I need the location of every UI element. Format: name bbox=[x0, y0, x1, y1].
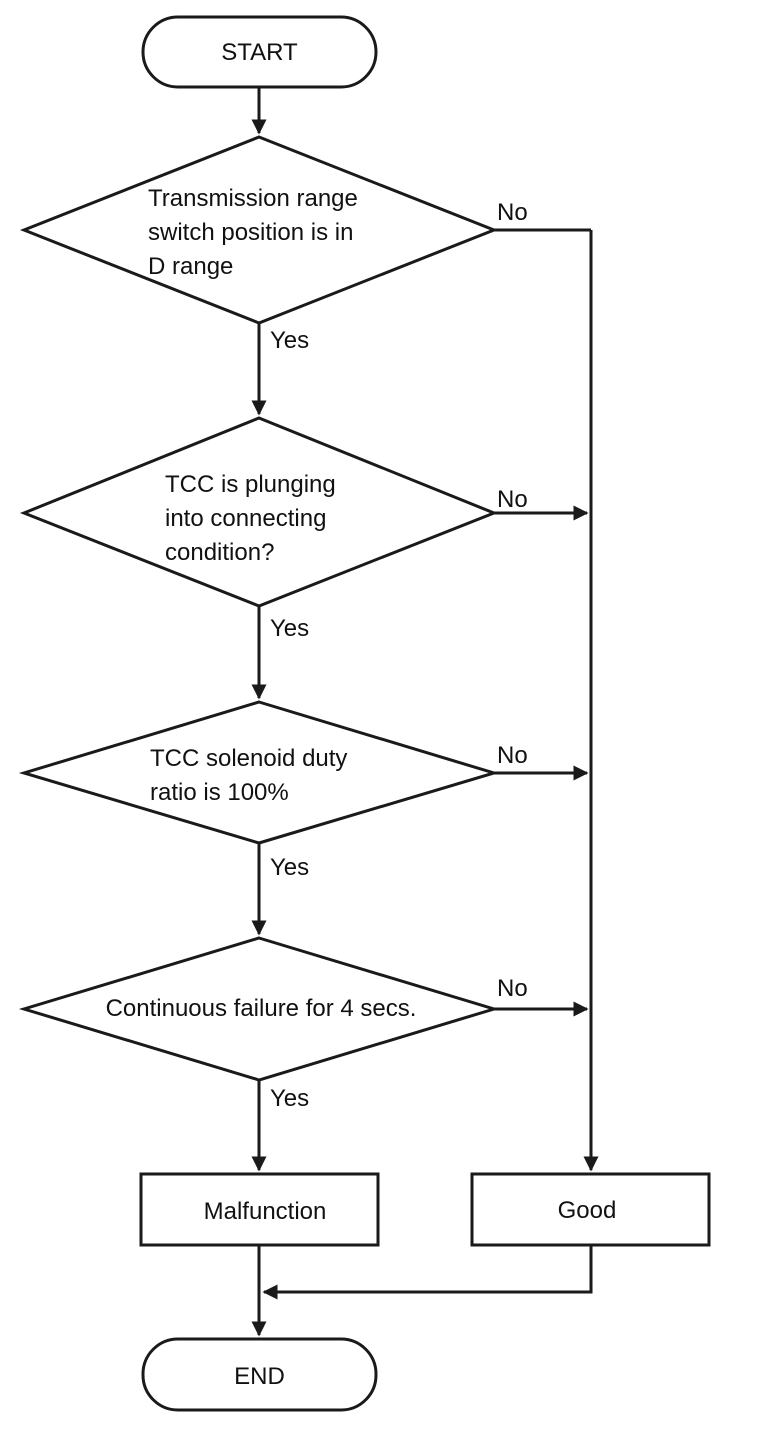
decision-continuous-failure-text: Continuous failure for 4 secs. bbox=[106, 995, 417, 1022]
decision-tcc-duty-line-1: TCC solenoid duty bbox=[150, 745, 347, 772]
no-label-4: No bbox=[497, 975, 528, 1002]
no-label-2: No bbox=[497, 486, 528, 513]
yes-label-3: Yes bbox=[270, 854, 309, 881]
yes-label-2: Yes bbox=[270, 615, 309, 642]
yes-label-4: Yes bbox=[270, 1085, 309, 1112]
connector-good-to-merge bbox=[262, 1245, 593, 1300]
good-label: Good bbox=[558, 1197, 617, 1224]
decision-tcc-plunging-line-3: condition? bbox=[165, 539, 274, 566]
decision-d-range-line-2: switch position is in bbox=[148, 219, 353, 246]
yes-label-1: Yes bbox=[270, 327, 309, 354]
no-label-3: No bbox=[497, 742, 528, 769]
no-label-1: No bbox=[497, 199, 528, 226]
malfunction-box bbox=[139, 1172, 380, 1247]
good-box bbox=[470, 1172, 711, 1247]
decision-d-range-line-3: D range bbox=[148, 253, 233, 280]
start-label: START bbox=[221, 39, 298, 66]
decision-tcc-plunging-line-1: TCC is plunging bbox=[165, 471, 336, 498]
end-label: END bbox=[234, 1363, 285, 1390]
decision-d-range-line-1: Transmission range bbox=[148, 185, 358, 212]
decision-tcc-duty-line-2: ratio is 100% bbox=[150, 779, 289, 806]
decision-tcc-plunging-text: TCC is plunging into connecting conditio… bbox=[165, 471, 342, 566]
end-terminal bbox=[141, 1337, 378, 1412]
decision-tcc-duty-text: TCC solenoid duty ratio is 100% bbox=[150, 745, 354, 806]
decision-tcc-duty bbox=[18, 700, 500, 845]
decision-d-range-text: Transmission range switch position is in… bbox=[148, 185, 365, 280]
decision-tcc-plunging-line-2: into connecting bbox=[165, 505, 326, 532]
malfunction-label: Malfunction bbox=[204, 1198, 327, 1225]
